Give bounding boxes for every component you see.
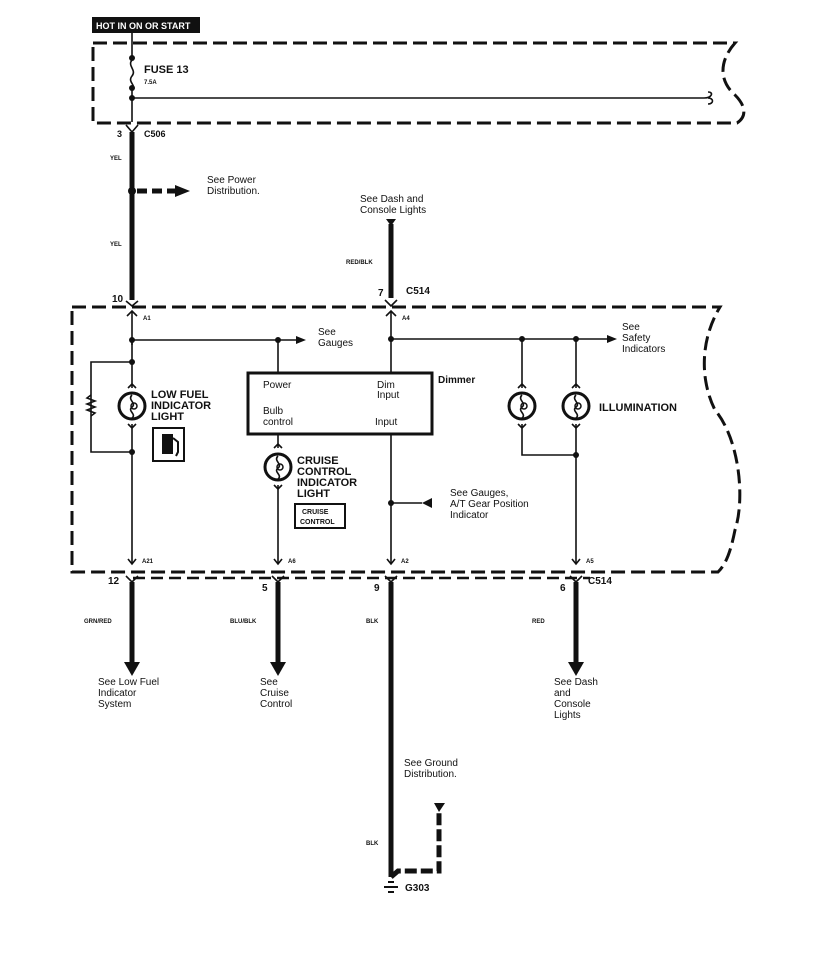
- terminal-a4: A4: [402, 316, 410, 322]
- wire-color-blu-blk: BLU/BLK: [230, 619, 257, 625]
- dimmer-dim-input-label: Dim: [377, 380, 395, 391]
- fuse-name: FUSE 13: [144, 64, 189, 76]
- bottom-terminals: A21 A6 A2 A5: [127, 558, 594, 566]
- cruise-control-badge: CRUISE CONTROL: [294, 503, 346, 529]
- c514-bottom-label: C514: [588, 576, 612, 587]
- dimmer-dim-input-label-line2: Input: [377, 390, 399, 401]
- cruise-badge-line2: CONTROL: [300, 519, 335, 526]
- pin-12: 12: [108, 576, 120, 587]
- fuse-symbol: [129, 59, 135, 89]
- ref-low-fuel-system-line2: Indicator: [98, 688, 137, 699]
- cruise-light-label: CRUISE: [297, 455, 339, 467]
- pin-5: 5: [262, 583, 268, 594]
- c506-label: C506: [144, 129, 166, 139]
- dimmer-bulb-control-label: Bulb: [263, 406, 283, 417]
- ref-safety-indicators-line2: Safety: [622, 333, 650, 344]
- wire-color-yel: YEL: [110, 242, 122, 248]
- ref-gauges-line2: Gauges: [318, 338, 353, 349]
- ref-dash-console-bottom: See Dash: [554, 677, 598, 688]
- illumination-bulb-1-icon: [507, 391, 537, 421]
- ref-low-fuel-system-line3: System: [98, 699, 131, 710]
- ref-cruise-control: See: [260, 677, 278, 688]
- ref-power-distribution: See Power: [207, 175, 257, 186]
- fuel-pump-icon: [152, 427, 185, 462]
- wire-color-red-blk: RED/BLK: [346, 260, 373, 266]
- terminal-a6: A6: [288, 559, 296, 565]
- cruise-bulb-icon: [263, 452, 293, 482]
- dimmer-input-label: Input: [375, 417, 397, 428]
- pin-6: 6: [560, 583, 566, 594]
- illumination-label: ILLUMINATION: [599, 402, 677, 414]
- power-source-text: HOT IN ON OR START: [96, 21, 191, 31]
- ref-safety-indicators-line3: Indicators: [622, 344, 665, 355]
- pin-9: 9: [374, 583, 380, 594]
- ref-safety-indicators: See: [622, 322, 640, 333]
- ref-dash-console-bottom-line4: Lights: [554, 710, 581, 721]
- fuse-box-outline: [91, 41, 746, 125]
- ref-gauges-gear-position-line3: Indicator: [450, 510, 489, 521]
- ref-gauges-gear-position-line2: A/T Gear Position: [450, 499, 529, 510]
- c514-top-pin: 7: [378, 288, 384, 299]
- cruise-badge-line1: CRUISE: [302, 509, 329, 516]
- ref-power-distribution-line2: Distribution.: [207, 186, 260, 197]
- ref-gauges: See: [318, 327, 336, 338]
- cruise-light-label-line2: CONTROL: [297, 466, 352, 478]
- illumination-bulb-2-icon: [561, 391, 591, 421]
- terminal-a2: A2: [401, 559, 409, 565]
- low-fuel-bulb-icon: [117, 391, 147, 421]
- ref-ground-distribution: See Ground: [404, 758, 458, 769]
- cruise-light-label-line3: INDICATOR: [297, 477, 357, 489]
- terminal-a5: A5: [586, 559, 594, 565]
- dimmer-bulb-control-label-line2: control: [263, 417, 293, 428]
- wire-color-blk: BLK: [366, 619, 379, 625]
- fuse-rating: 7.5A: [144, 80, 157, 86]
- ref-low-fuel-system: See Low Fuel: [98, 677, 159, 688]
- c514-top-label: C514: [406, 286, 430, 297]
- power-source-label: HOT IN ON OR START: [92, 17, 200, 33]
- ref-ground-distribution-line2: Distribution.: [404, 769, 457, 780]
- dimmer-name: Dimmer: [438, 375, 475, 386]
- ground-distribution-wire: [389, 810, 442, 879]
- cluster-outline: [70, 305, 742, 574]
- low-fuel-light-label-line2: INDICATOR: [151, 400, 211, 412]
- ground-symbol-icon: [384, 881, 398, 893]
- dimmer-power-label: Power: [263, 380, 292, 391]
- g303-label: G303: [405, 883, 430, 894]
- pin-10: 10: [112, 294, 124, 305]
- cruise-light-label-line4: LIGHT: [297, 488, 330, 500]
- wire-color-grn-red: GRN/RED: [84, 619, 112, 625]
- terminal-a21: A21: [142, 559, 154, 565]
- ref-dash-console-bottom-line2: and: [554, 688, 571, 699]
- ref-dash-console-top-line2: Console Lights: [360, 205, 426, 216]
- ref-dash-console-bottom-line3: Console: [554, 699, 591, 710]
- low-fuel-light-label: LOW FUEL: [151, 389, 209, 401]
- wire-color-yel: YEL: [110, 156, 122, 162]
- ref-cruise-control-line3: Control: [260, 699, 292, 710]
- wire-color-red: RED: [532, 619, 545, 625]
- resistor-symbol: [84, 394, 98, 417]
- c506-pin: 3: [117, 129, 122, 139]
- terminal-a1: A1: [143, 316, 151, 322]
- dimmer-module: [246, 371, 434, 436]
- low-fuel-light-label-line3: LIGHT: [151, 411, 184, 423]
- ref-gauges-gear-position: See Gauges,: [450, 488, 508, 499]
- ref-dash-console-top: See Dash and: [360, 194, 423, 205]
- ref-cruise-control-line2: Cruise: [260, 688, 289, 699]
- wire-color-blk-lower: BLK: [366, 841, 379, 847]
